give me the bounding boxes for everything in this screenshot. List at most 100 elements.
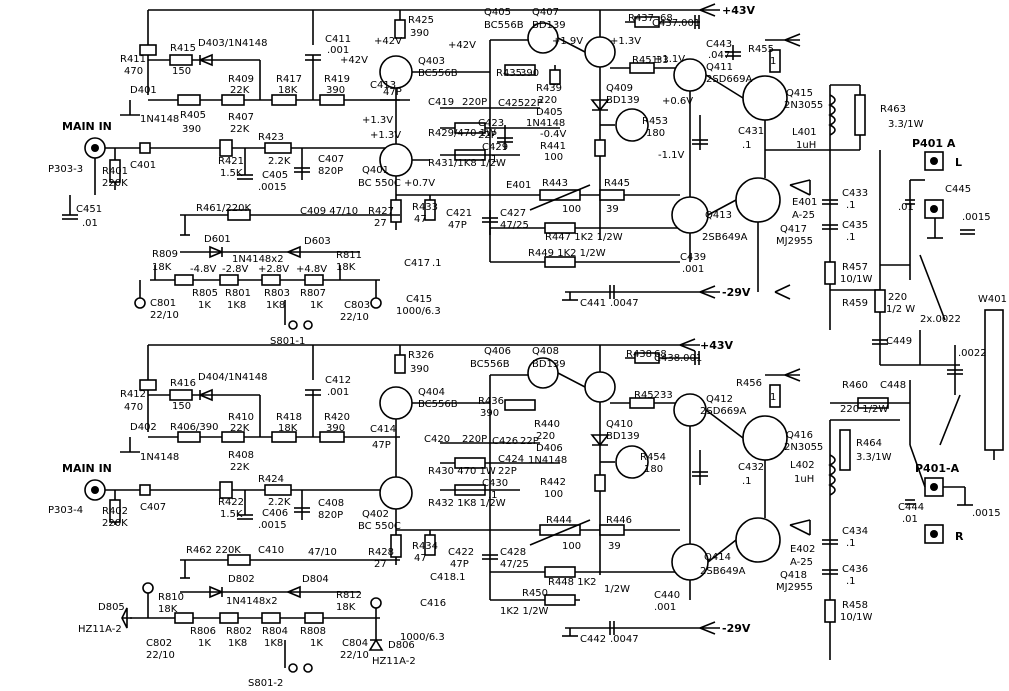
label-q409: Q409	[606, 83, 633, 94]
io-labels: MAIN IN MAIN IN P303-3 P303-4 S801-1 S80…	[48, 120, 1007, 689]
label-r440: R440	[534, 419, 560, 430]
label-r451v: 33	[656, 55, 669, 66]
label-c444v: .01	[902, 514, 918, 525]
label-r417: R417	[276, 74, 302, 85]
label-c427: C427	[500, 208, 526, 219]
label-q407v: BD139	[532, 20, 566, 31]
label-r410v: 22K	[230, 423, 250, 434]
label-r801v: 1K8	[227, 300, 246, 311]
label-r422v: 1.5K	[220, 509, 243, 520]
label-c451v: .01	[82, 218, 98, 229]
label-r439: R439	[536, 83, 562, 94]
label-v07: +0.7V	[404, 178, 435, 189]
label-q406: Q406	[484, 346, 511, 357]
label-c407v: 820P	[318, 166, 343, 177]
label-q410v: BD139	[606, 431, 640, 442]
label-r446: R446	[606, 515, 632, 526]
label-vm28: -2.8V	[222, 264, 249, 275]
label-c418: C418	[430, 572, 456, 583]
label-r418: R418	[276, 412, 302, 423]
label-v11: +1.1V	[654, 54, 685, 65]
label-c428: C428	[500, 547, 526, 558]
label-c445w: .0015	[962, 212, 991, 223]
label-r807: R807	[300, 288, 326, 299]
rail-minus29-bottom: -29V	[722, 622, 751, 635]
label-r444: R444	[546, 515, 572, 526]
label-r427: R427	[368, 206, 394, 217]
label-r429: R429/470 1W	[428, 128, 496, 139]
label-r455v: 1	[770, 56, 776, 67]
label-r438v: 68	[654, 349, 667, 360]
label-c427v: 47/25	[500, 220, 529, 231]
label-r455: R455	[748, 44, 774, 55]
label-q416: Q416	[786, 430, 813, 441]
label-r416: R416	[170, 378, 196, 389]
label-r408: R408	[228, 450, 254, 461]
label-c419: C419	[428, 97, 454, 108]
label-r447: R447 1K2 1/2W	[545, 232, 623, 243]
label-d601: D601	[204, 234, 231, 245]
label-c425v: 22P	[524, 98, 543, 109]
label-c451: C451	[76, 204, 102, 215]
label-r402: R402	[102, 506, 128, 517]
label-q402: Q402	[362, 509, 389, 520]
label-d403: D403/1N4148	[198, 38, 267, 49]
label-r441v: 100	[544, 152, 563, 163]
label-c408v: 820P	[318, 510, 343, 521]
label-r425v: 390	[410, 28, 429, 39]
label-r418v: 18K	[278, 423, 298, 434]
label-r803v: 1K8	[266, 300, 285, 311]
label-r437: R437	[628, 13, 654, 24]
label-v42b: +42V	[340, 55, 368, 66]
label-q409v: BD139	[606, 95, 640, 106]
rail-labels: +43V +43V -29V -29V	[700, 4, 756, 635]
label-vm11: -1.1V	[658, 150, 685, 161]
bottom-channel-wiring	[84, 309, 1004, 673]
label-c438v: .001	[680, 353, 702, 364]
label-r804v: 1K8	[264, 638, 283, 649]
label-c406v: .0015	[258, 520, 287, 531]
label-r432: R432 1K8 1/2W	[428, 498, 506, 509]
label-r805: R805	[192, 288, 218, 299]
label-r811: R811	[336, 250, 362, 261]
label-r430: R430 470 1W	[428, 466, 496, 477]
label-r423: R423	[258, 132, 284, 143]
label-r434: R434	[412, 541, 438, 552]
label-q412: Q412	[706, 394, 733, 405]
label-r417v: 18K	[278, 85, 298, 96]
label-r807v: 1K	[310, 300, 323, 311]
label-c445: C445	[945, 184, 971, 195]
label-c443v: .047	[708, 50, 730, 61]
label-v42c: +42V	[448, 40, 476, 51]
label-d405v: 1N4148	[526, 118, 565, 129]
label-d806v: HZ11A-2	[372, 656, 416, 667]
label-r449: R449 1K2 1/2W	[528, 248, 606, 259]
label-r407v: 22K	[230, 124, 250, 135]
rail-plus43-bottom: +43V	[700, 339, 734, 352]
label-vp28: +2.8V	[258, 264, 289, 275]
label-c438: C438	[654, 353, 680, 364]
label-r464v: 3.3/1W	[856, 452, 892, 463]
label-q416v: 2N3055	[784, 442, 823, 453]
label-l402: L402	[790, 460, 815, 471]
label-q410: Q410	[606, 419, 633, 430]
label-r439v: 220	[538, 95, 557, 106]
label-c433: C433	[842, 188, 868, 199]
label-c802v: 22/10	[146, 650, 175, 661]
label-r463: R463	[880, 104, 906, 115]
label-q403v: BC556B	[418, 68, 458, 79]
label-r458: R458	[842, 600, 868, 611]
label-r450v: 1K2 1/2W	[500, 606, 549, 617]
label-vp48: +4.8V	[296, 264, 327, 275]
label-r812: R812	[336, 590, 362, 601]
label-r435v: 390	[520, 68, 539, 79]
label-c439v: .001	[682, 264, 704, 275]
label-r451: R451	[632, 55, 658, 66]
label-d406: D406	[536, 443, 563, 454]
label-l402v: 1uH	[794, 474, 814, 485]
output-right-label: R	[955, 530, 964, 543]
label-r421v: 1.5K	[220, 168, 243, 179]
label-q414v: 2SB649A	[700, 566, 746, 577]
label-c444: C444	[898, 502, 924, 513]
label-r402v: 220K	[102, 518, 128, 529]
